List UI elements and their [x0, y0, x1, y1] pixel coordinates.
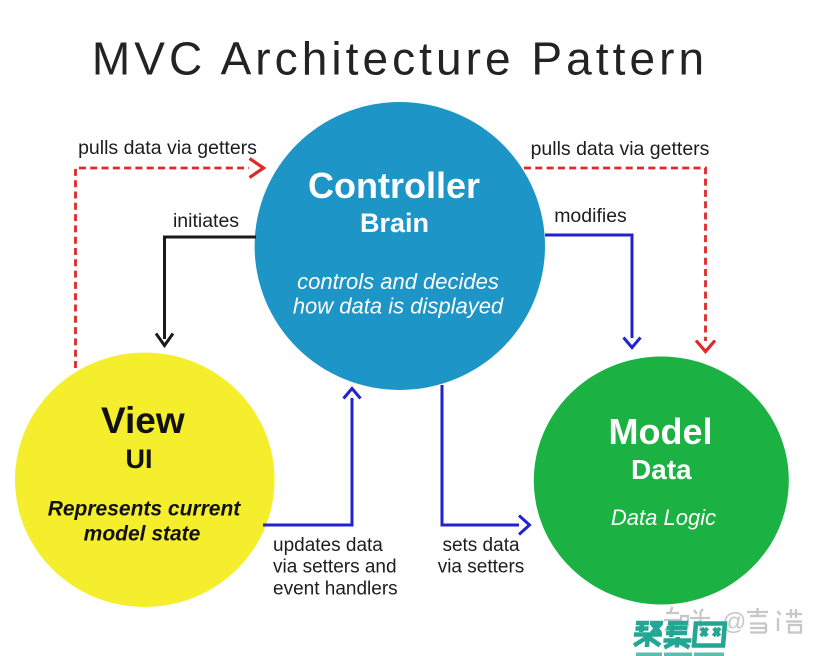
svg-text:View: View: [101, 400, 185, 441]
svg-text:pulls data via getters: pulls data via getters: [78, 137, 257, 159]
svg-text:controls and decides: controls and decides: [297, 269, 499, 294]
svg-text:pulls data via getters: pulls data via getters: [531, 138, 710, 160]
svg-text:how data is displayed: how data is displayed: [293, 294, 504, 319]
svg-text:Model: Model: [609, 411, 713, 452]
svg-text:Represents current: Represents current: [48, 498, 242, 521]
svg-text:MVC Architecture Pattern: MVC Architecture Pattern: [92, 33, 708, 85]
svg-text:initiates: initiates: [173, 210, 239, 232]
svg-text:model state: model state: [84, 523, 201, 546]
svg-text:Data: Data: [631, 454, 692, 485]
svg-text:Brain: Brain: [360, 208, 429, 238]
svg-text:modifies: modifies: [554, 205, 627, 227]
svg-text:UI: UI: [126, 444, 153, 474]
svg-text:via setters and: via setters and: [273, 557, 397, 578]
svg-text:sets data: sets data: [442, 535, 520, 556]
svg-text:updates data: updates data: [273, 535, 383, 556]
svg-text:event handlers: event handlers: [273, 578, 398, 599]
svg-text:via setters: via setters: [438, 557, 525, 578]
svg-text:Controller: Controller: [308, 165, 480, 206]
svg-text:Data Logic: Data Logic: [611, 505, 716, 530]
